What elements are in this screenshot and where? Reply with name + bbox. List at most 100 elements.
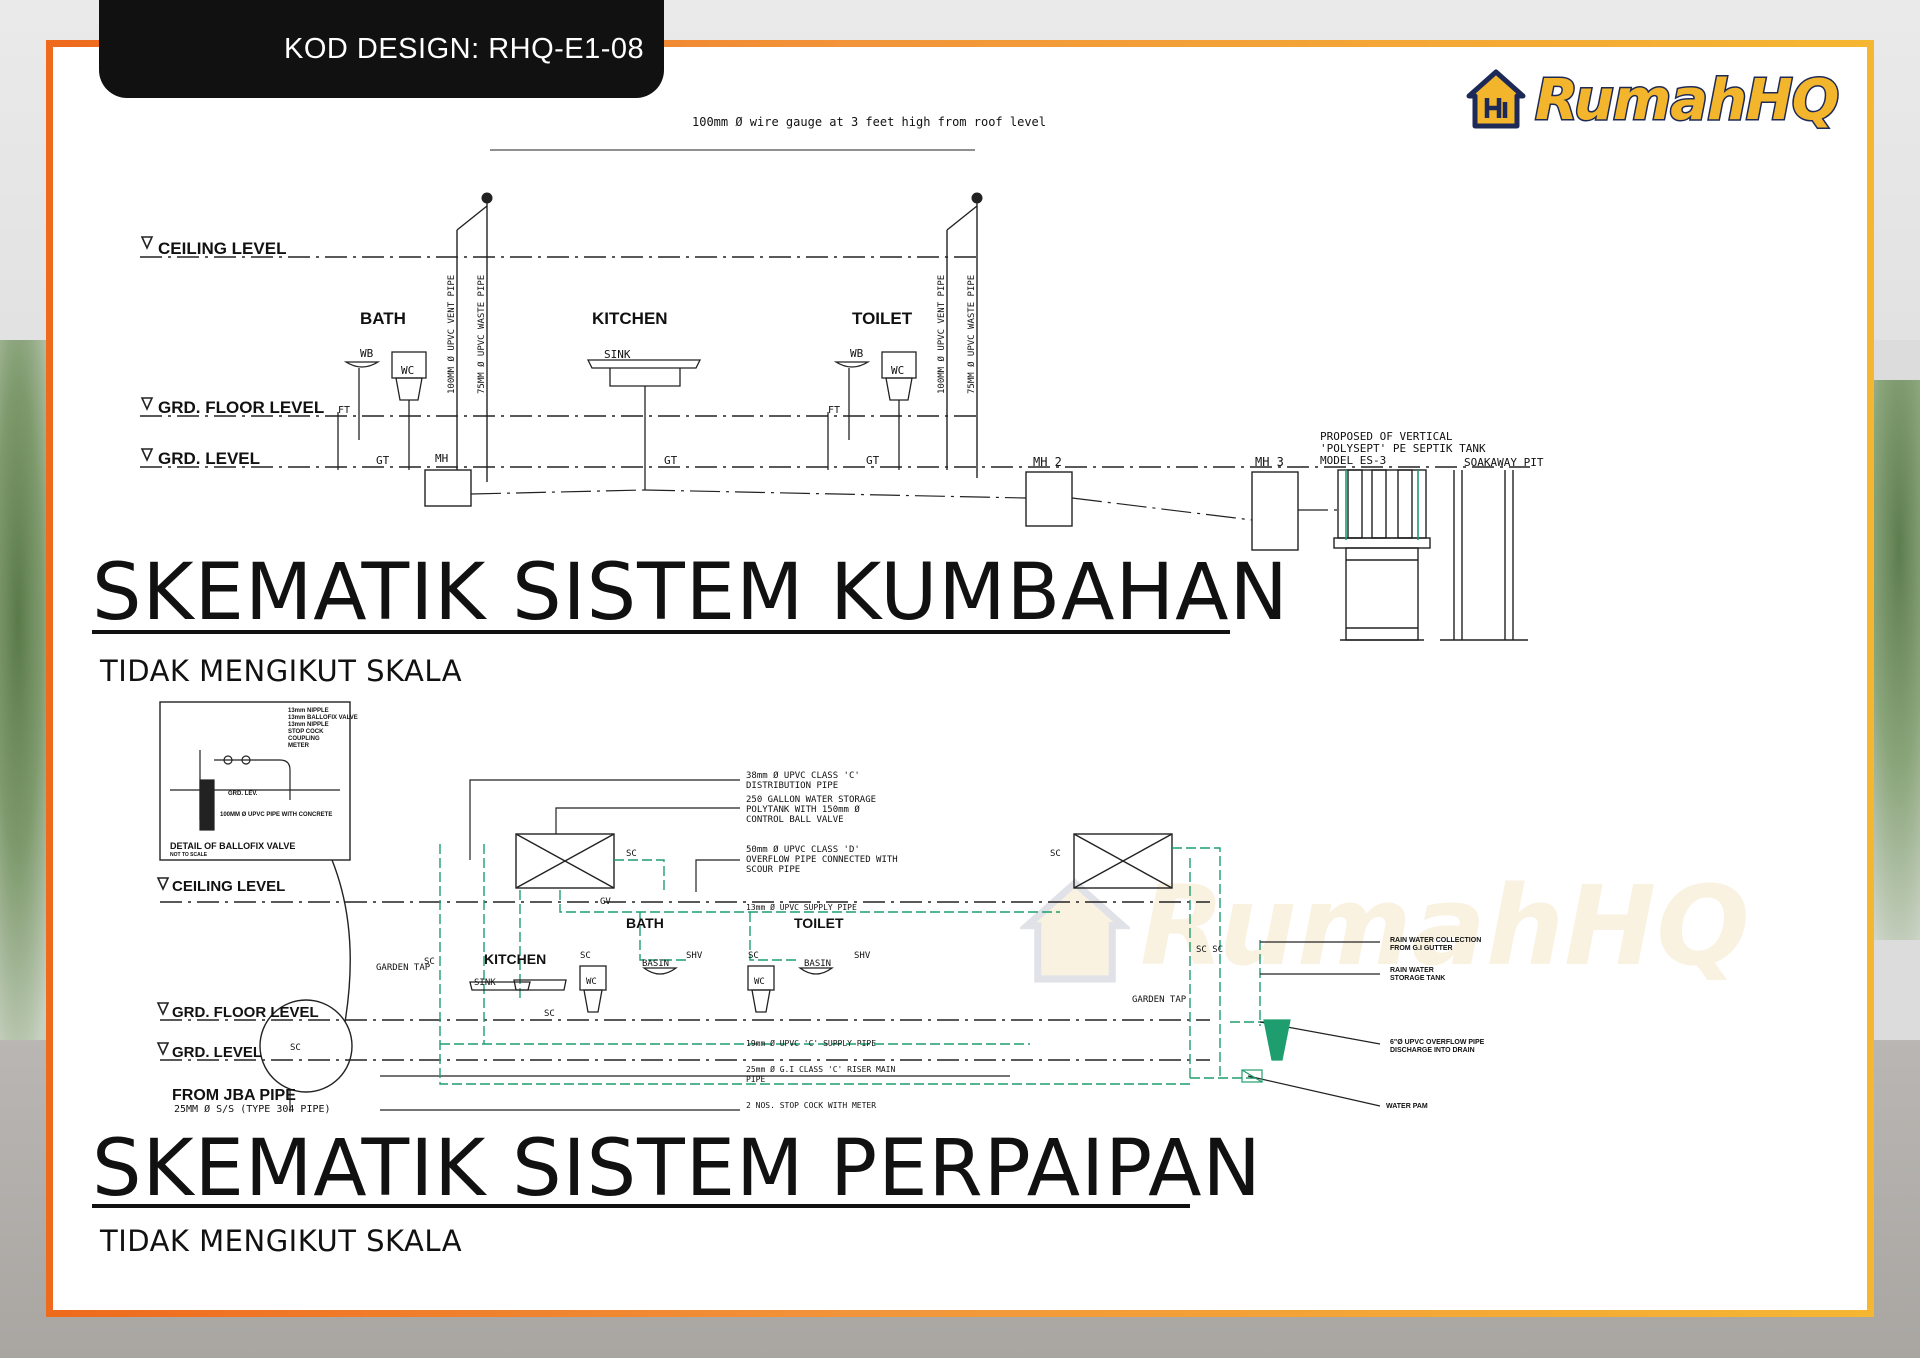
- detail-callout-leader: [331, 859, 351, 1023]
- detail-item-3: 13mm NIPPLE: [288, 722, 329, 728]
- detail-concrete: 100MM Ø UPVC PIPE WITH CONCRETE: [220, 812, 332, 818]
- toilet-shv-label: SHV: [854, 951, 871, 961]
- floor-sc-label: SC: [544, 1009, 555, 1019]
- sewerage-level-lines: [140, 256, 1530, 468]
- plumbing-title: SKEMATIK SISTEM PERPAIPAN: [92, 1124, 1262, 1214]
- watermark-text: RumahHQ: [1140, 862, 1750, 990]
- watermark: RumahHQ: [1020, 866, 1800, 990]
- septic-note-3: MODEL ES-3: [1320, 454, 1386, 467]
- wire-gauge-note: 100mm Ø wire gauge at 3 feet high from r…: [692, 115, 1046, 129]
- kitchen-sink-label-2: SINK: [474, 978, 496, 988]
- soakaway-pit: [1440, 470, 1528, 641]
- sewerage-title-underline: [92, 630, 1230, 634]
- vent-pipe-label-2: 100MM Ø UPVC VENT PIPE: [936, 275, 947, 394]
- right-note-0: RAIN WATER COLLECTION: [1390, 937, 1481, 944]
- gv-label: GV: [600, 897, 611, 907]
- note-11: PIPE: [746, 1075, 765, 1084]
- detail-item-1: 13mm NIPPLE: [288, 708, 329, 714]
- brand-logo: RumahHQ: [1465, 66, 1855, 136]
- detail-grd: GRD. LEV.: [228, 791, 258, 797]
- watermark-house-icon: [1020, 878, 1130, 983]
- detail-title: DETAIL OF BALLOFIX VALVE: [170, 841, 295, 851]
- right-sc-sc-label: SC SC: [1196, 945, 1223, 955]
- plumbing-fixtures: [469, 965, 834, 1013]
- note-10: 25mm Ø G.I CLASS 'C' RISER MAIN: [746, 1064, 895, 1074]
- note-7: SCOUR PIPE: [746, 865, 800, 875]
- sewer-room-toilet: TOILET: [852, 309, 913, 328]
- sewerage-title: SKEMATIK SISTEM KUMBAHAN: [92, 548, 1289, 638]
- toilet-ft: FT: [828, 405, 840, 416]
- kitchen-sink-label: SINK: [604, 348, 631, 361]
- right-note-2: RAIN WATER: [1390, 967, 1434, 974]
- right-note-1: FROM G.I GUTTER: [1390, 945, 1453, 952]
- plumb-room-toilet: TOILET: [794, 915, 844, 931]
- manhole-1: MH: [435, 452, 448, 465]
- septic-note-1: PROPOSED OF VERTICAL: [1320, 430, 1453, 443]
- note-4: CONTROL BALL VALVE: [746, 815, 844, 825]
- tank2-sc-label: SC: [1050, 849, 1061, 859]
- manhole-2: MH 2: [1033, 455, 1062, 469]
- right-note-5: DISCHARGE INTO DRAIN: [1390, 1047, 1475, 1054]
- note-8: 13mm Ø UPVC SUPPLY PIPE: [746, 902, 857, 912]
- toilet-wb: WB: [850, 347, 864, 360]
- water-tanks: [515, 833, 1173, 889]
- note-2: 250 GALLON WATER STORAGE: [746, 795, 876, 805]
- background-trees-left: [0, 340, 60, 1040]
- right-note-6: WATER PAM: [1386, 1103, 1428, 1110]
- toilet-fixtures: [827, 351, 917, 470]
- from-jba-pipe-sub: 25MM Ø S/S (TYPE 304 PIPE): [174, 1103, 331, 1115]
- manholes: [424, 469, 1299, 551]
- level-markers: [140, 236, 154, 462]
- bath-wc: WC: [401, 364, 414, 377]
- bath-sc-label: SC: [580, 951, 591, 961]
- drain-lines: [470, 489, 1340, 521]
- toilet-basin-label: BASIN: [804, 959, 831, 969]
- green-water-pipes: [439, 844, 1274, 1085]
- waste-pipe-label-2: 75MM Ø UPVC WASTE PIPE: [966, 275, 977, 394]
- from-jba-pipe: FROM JBA PIPE: [172, 1087, 296, 1104]
- kitchen-gt: GT: [664, 454, 678, 467]
- house-logo-icon: [1466, 69, 1526, 129]
- vent-stacks: [456, 198, 978, 482]
- bath-gt: GT: [376, 454, 390, 467]
- design-code-label: KOD DESIGN: RHQ-E1-08: [284, 33, 645, 65]
- toilet-wc: WC: [891, 364, 904, 377]
- note-0: 38mm Ø UPVC CLASS 'C': [746, 770, 860, 781]
- plumb-room-kitchen: KITCHEN: [484, 951, 546, 967]
- bath-wb: WB: [360, 347, 374, 360]
- note-1: DISTRIBUTION PIPE: [746, 781, 838, 791]
- riser-sc-label: SC: [424, 957, 435, 967]
- rainwater-storage: [1241, 941, 1381, 1107]
- plumbing-subtitle: TIDAK MENGIKUT SKALA: [100, 1224, 463, 1258]
- right-note-3: STORAGE TANK: [1390, 975, 1445, 982]
- bath-basin-label: BASIN: [642, 959, 669, 969]
- detail-item-5: COUPLING: [288, 736, 320, 742]
- septic-tank: [1333, 469, 1431, 641]
- sewer-room-bath: BATH: [360, 309, 406, 328]
- right-note-4: 6"Ø UPVC OVERFLOW PIPE: [1390, 1039, 1485, 1046]
- garden-tap-right: GARDEN TAP: [1132, 995, 1187, 1005]
- plumbing-level-lines: [160, 901, 1210, 1061]
- plumbing-title-underline: [92, 1204, 1190, 1208]
- bath-fixtures: [337, 351, 427, 470]
- bath-wc-label: WC: [586, 977, 597, 987]
- sewer-grd-floor-level: GRD. FLOOR LEVEL: [158, 398, 324, 417]
- note-5: 50mm Ø UPVC CLASS 'D': [746, 844, 860, 855]
- garden-tap-left: GARDEN TAP: [376, 963, 431, 973]
- septic-note-2: 'POLYSEPT' PE SEPTIK TANK: [1320, 442, 1486, 455]
- note-3: POLYTANK WITH 150mm Ø: [746, 804, 860, 815]
- toilet-gt: GT: [866, 454, 880, 467]
- brand-name: RumahHQ: [1533, 67, 1840, 135]
- detail-item-4: STOP COCK: [288, 729, 324, 735]
- sewer-grd-level: GRD. LEVEL: [158, 449, 260, 468]
- ballofix-detail-drawing: [170, 750, 340, 831]
- kitchen-sink: [586, 359, 702, 490]
- tank-sc-label: SC: [626, 849, 637, 859]
- toilet-sc-label: SC: [748, 951, 759, 961]
- plumbing-level-markers: [156, 877, 170, 1056]
- bath-shv-label: SHV: [686, 951, 703, 961]
- design-code-tab: KOD DESIGN: RHQ-E1-08: [99, 0, 664, 98]
- sewer-room-kitchen: KITCHEN: [592, 309, 668, 328]
- note-12: 2 NOS. STOP COCK WITH METER: [746, 1101, 876, 1110]
